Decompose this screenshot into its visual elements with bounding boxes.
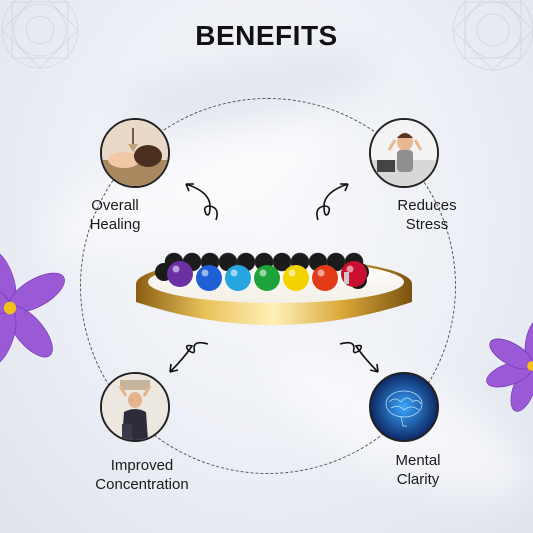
bead-highlight — [230, 269, 238, 277]
brain-icon — [369, 372, 439, 442]
chakra-bead — [254, 265, 280, 291]
bead-highlight — [259, 269, 267, 277]
concentration-photo-icon — [100, 372, 170, 442]
geometric-pattern-icon — [452, 0, 533, 71]
stress-photo-icon — [369, 118, 439, 188]
chakra-bead — [312, 265, 338, 291]
bead-highlight — [346, 265, 354, 273]
chakra-bead — [167, 261, 193, 287]
bead-highlight — [317, 269, 325, 277]
chakra-bead — [196, 265, 222, 291]
chakra-bracelet-display — [134, 244, 414, 334]
bead-highlight — [288, 269, 296, 277]
page-title: BENEFITS — [195, 20, 338, 51]
chakra-bead — [283, 265, 309, 291]
curved-arrow-icon — [339, 341, 379, 373]
purple-flower-icon — [0, 249, 65, 367]
curved-arrow-icon — [185, 183, 218, 221]
chakra-bracelet-icon — [155, 252, 369, 291]
geometric-pattern-icon — [1, 0, 79, 69]
purple-flower-icon — [486, 318, 533, 412]
flower-center — [3, 301, 17, 315]
curved-arrow-icon — [316, 183, 349, 221]
chakra-bead — [225, 265, 251, 291]
dashed-circle — [80, 98, 456, 474]
healing-photo-icon — [100, 118, 170, 188]
flower-center — [527, 361, 533, 371]
silver-spacer — [344, 272, 349, 284]
bead-highlight — [172, 265, 180, 273]
bead-highlight — [201, 269, 209, 277]
curved-arrow-icon — [169, 341, 209, 373]
